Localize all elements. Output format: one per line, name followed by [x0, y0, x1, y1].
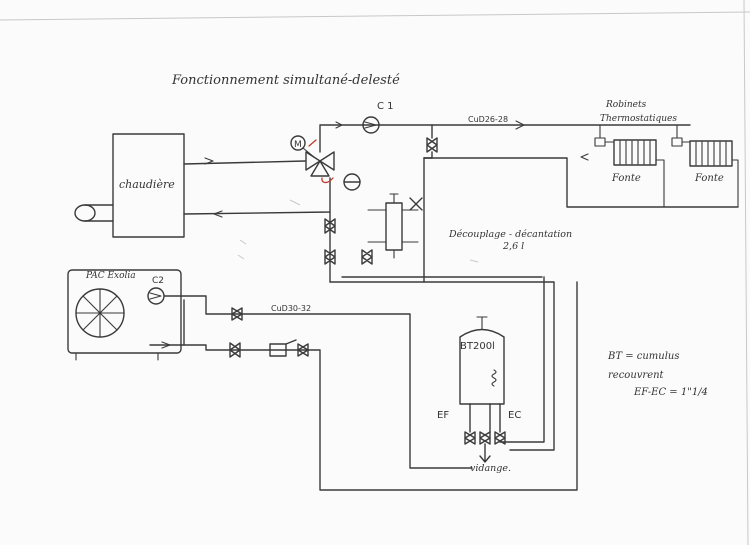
pump-c2-arrow — [149, 292, 162, 300]
coil-flow-loop — [329, 281, 555, 451]
hydraulic-separator — [367, 193, 423, 259]
radiator-2-valve — [671, 137, 683, 147]
pump-c1-body — [362, 116, 380, 134]
isolation-valve-c1-pipe — [423, 151, 433, 159]
pac-return-arrow — [161, 341, 171, 349]
coil-return-loop-right — [499, 276, 545, 443]
separator-isolation-valve-1 — [324, 218, 336, 234]
burner-shape — [74, 204, 96, 222]
valve-red-mark-top — [308, 139, 317, 147]
circulator-c2: C2 — [147, 276, 165, 305]
radiator-return-pipe — [423, 157, 739, 208]
bleed-through-marks — [237, 199, 479, 263]
thermostatic-valves-line1: Robinets — [605, 100, 647, 110]
separator-body — [385, 202, 403, 251]
heat-pump-feet — [75, 352, 159, 361]
note-line2: recouvrent — [608, 370, 665, 381]
pac-flow-pipe — [163, 295, 473, 469]
radiator-1-columns — [619, 140, 651, 165]
tank-heating-element — [491, 369, 497, 387]
radiator-supply-arrow — [515, 120, 525, 130]
pac-return-pipe — [149, 281, 578, 491]
three-way-mixing-valve: M — [290, 135, 335, 184]
separator-valve — [409, 197, 423, 211]
radiator-2-label: Fonte — [694, 173, 724, 184]
pac-return-isolation-valve — [229, 342, 241, 358]
diagram-title: Fonctionnement simultané-delesté — [171, 73, 400, 88]
tank-cold-valve — [464, 431, 476, 445]
boiler-return-pipe — [183, 177, 331, 215]
radiator-2-body — [689, 140, 733, 167]
valve-motor-shaft — [302, 147, 315, 158]
pac-filter — [269, 339, 297, 357]
separator-isolation-valve-2 — [324, 249, 336, 265]
separator-isolation-valve-3 — [361, 249, 373, 265]
tank-drain-label: vidange. — [470, 463, 511, 474]
separator-ports — [367, 209, 419, 243]
valve-red-mark-bottom — [321, 177, 334, 184]
heat-pump-fan-blades — [75, 288, 125, 338]
radiator-1-return — [655, 159, 665, 208]
tank-drain-pipe — [479, 443, 491, 463]
heat-pump-outdoor-unit: PAC Exolia — [67, 269, 182, 361]
radiator-return-arrow — [580, 153, 589, 161]
tank-top-vent — [476, 316, 488, 330]
boiler-return-arrow — [213, 210, 223, 218]
tank-drain-valve — [479, 431, 491, 445]
hot-water-tank: BT200l EF EC vidange. — [437, 316, 521, 474]
valve-lower-port — [310, 160, 330, 177]
pipe-pac-label: CuD30-32 — [271, 304, 311, 313]
radiator-2-valve-pipe — [676, 124, 691, 143]
radiator-2-columns — [695, 141, 727, 166]
boiler-flow-pipe — [183, 160, 306, 165]
valve-motor-label: M — [294, 140, 302, 150]
separator-label-line1: Découplage - décantation — [448, 229, 572, 240]
radiator-2: Fonte — [671, 124, 739, 208]
boiler-label: chaudière — [119, 178, 175, 191]
tank-outlet-pipes — [469, 403, 501, 433]
note-line1: BT = cumulus — [607, 351, 680, 362]
tank-label: BT200l — [460, 341, 495, 352]
radiator-1-valve-pipe — [599, 124, 615, 143]
pac-return-check-valve — [297, 343, 309, 357]
radiator-thermostatic-valves-label: Robinets Thermostatiques — [600, 100, 677, 124]
paper-edge-right — [743, 0, 749, 545]
primary-flow-pipe — [319, 124, 433, 153]
heat-pump-casing — [67, 269, 182, 354]
pump-c1-label: C 1 — [377, 101, 394, 112]
tank-hot-label: EC — [508, 410, 521, 421]
primary-flow-arrow — [335, 121, 343, 129]
radiator-1-body — [613, 139, 657, 166]
pump-c2-label: C2 — [152, 276, 164, 286]
burner-connection — [84, 204, 114, 222]
isolation-valve-c1 — [426, 137, 438, 153]
thermostatic-valves-line2: Thermostatiques — [600, 114, 677, 124]
separator-label-line2: 2,6 l — [502, 241, 524, 252]
separator-vertical-pipes — [329, 157, 425, 283]
pac-flow-isolation-valve — [231, 307, 243, 321]
heat-pump-label: PAC Exolia — [85, 271, 136, 281]
pump-c2-body — [147, 287, 165, 305]
boiler: chaudière — [74, 133, 185, 238]
radiator-1-label: Fonte — [611, 173, 641, 184]
tank-note: BT = cumulus recouvrent EF-EC = 1"1/4 — [607, 351, 708, 398]
tank-body — [459, 328, 505, 405]
valve-motor — [290, 135, 306, 151]
radiator-2-return — [731, 159, 739, 208]
boiler-body — [112, 133, 185, 238]
radiator-1: Fonte — [594, 124, 665, 208]
paper-edge-top — [0, 11, 750, 21]
pump-c1-arrow — [364, 121, 377, 129]
circulator-c1: C 1 — [362, 101, 394, 134]
tank-hot-valve — [494, 431, 506, 445]
tank-cold-label: EF — [437, 410, 449, 421]
separator-air-vent — [389, 193, 399, 204]
radiator-1-valve — [594, 137, 606, 147]
boiler-flow-arrow — [204, 157, 214, 165]
note-line3: EF-EC = 1"1/4 — [633, 387, 708, 398]
pipe-main-label: CuD26-28 — [468, 115, 508, 124]
